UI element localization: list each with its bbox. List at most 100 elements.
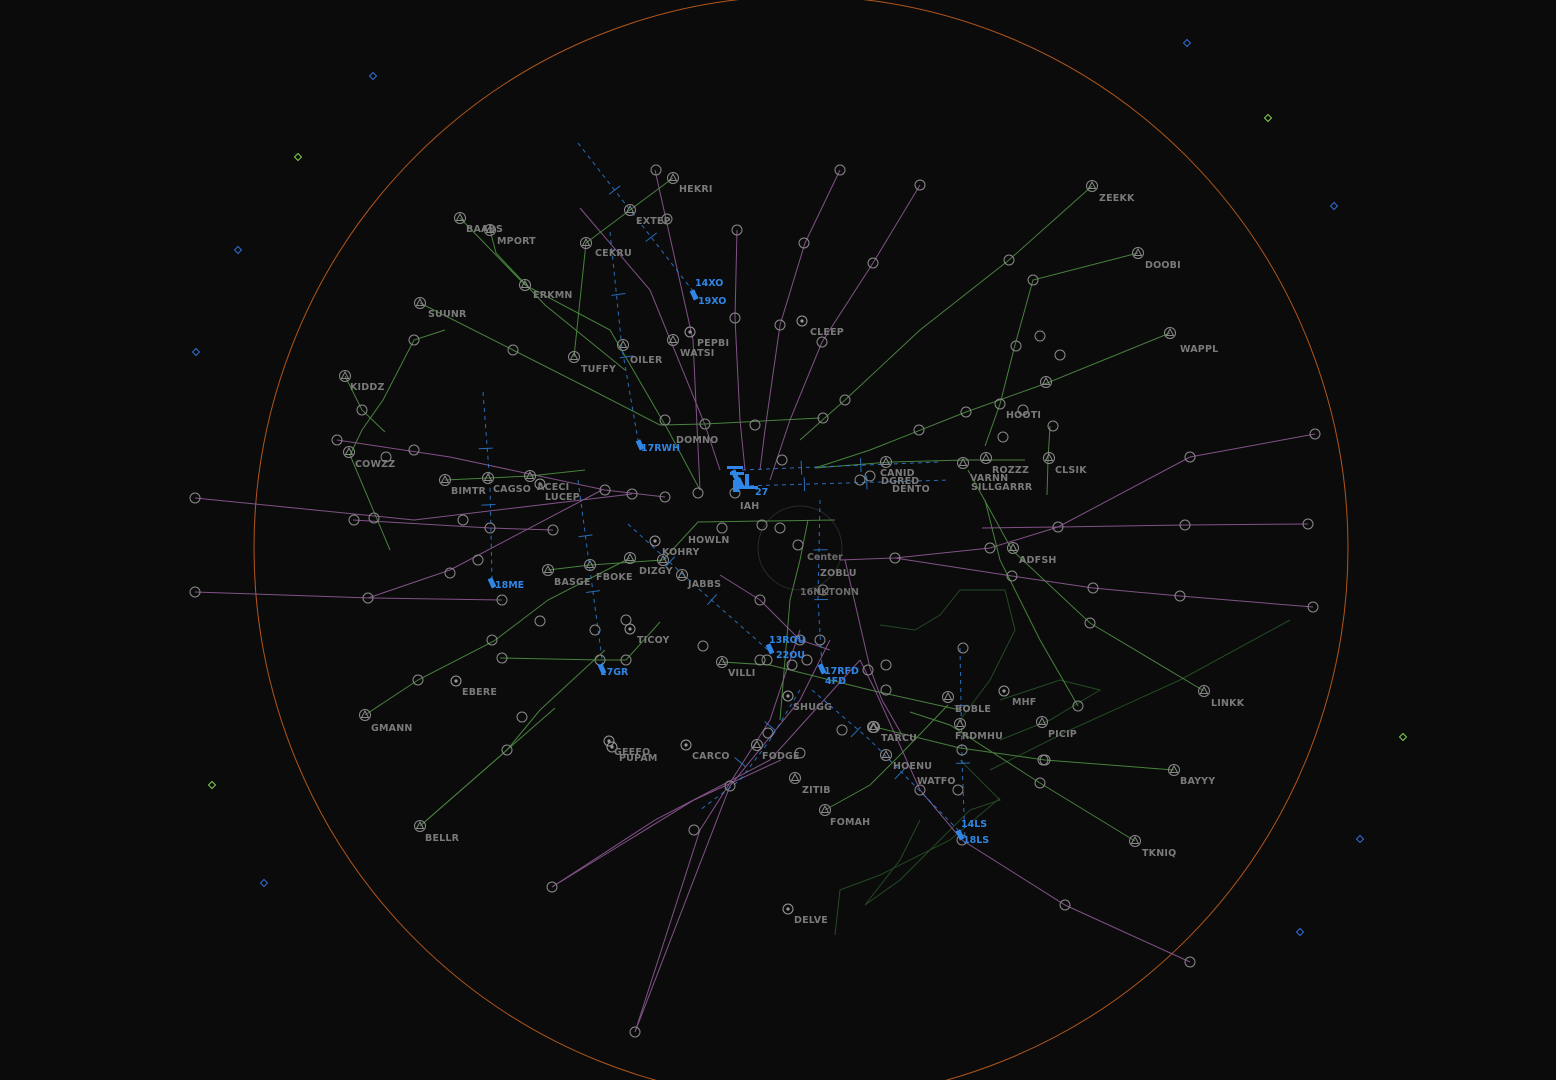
fix-circle[interactable] bbox=[331, 434, 343, 446]
fix-triangle[interactable] bbox=[484, 224, 496, 236]
fix-triangle[interactable] bbox=[580, 237, 592, 249]
fix-circle[interactable] bbox=[716, 522, 728, 534]
fix-triangle[interactable] bbox=[1086, 180, 1098, 192]
fix-circle[interactable] bbox=[854, 474, 866, 486]
fix-circle[interactable] bbox=[834, 164, 846, 176]
fix-triangle[interactable] bbox=[789, 772, 801, 784]
fix-circle[interactable] bbox=[864, 470, 876, 482]
fix-triangle[interactable] bbox=[1164, 327, 1176, 339]
vor-fix[interactable] bbox=[796, 315, 808, 327]
fix-circle[interactable] bbox=[408, 334, 420, 346]
vor-fix[interactable] bbox=[603, 735, 615, 747]
fix-circle[interactable] bbox=[1027, 274, 1039, 286]
fix-circle[interactable] bbox=[776, 454, 788, 466]
fix-triangle[interactable] bbox=[868, 721, 880, 733]
fix-circle[interactable] bbox=[362, 592, 374, 604]
vor-fix[interactable] bbox=[534, 478, 546, 490]
fix-circle[interactable] bbox=[798, 237, 810, 249]
fix-circle[interactable] bbox=[1047, 420, 1059, 432]
fix-circle[interactable] bbox=[984, 542, 996, 554]
fix-circle[interactable] bbox=[914, 784, 926, 796]
fix-circle[interactable] bbox=[189, 586, 201, 598]
fix-triangle[interactable] bbox=[519, 279, 531, 291]
fix-circle[interactable] bbox=[914, 179, 926, 191]
fix-circle[interactable] bbox=[1307, 601, 1319, 613]
fix-circle[interactable] bbox=[867, 257, 879, 269]
fix-circle[interactable] bbox=[496, 594, 508, 606]
fix-circle[interactable] bbox=[408, 444, 420, 456]
fix-circle[interactable] bbox=[1052, 521, 1064, 533]
fix-circle[interactable] bbox=[957, 642, 969, 654]
fix-circle[interactable] bbox=[1034, 777, 1046, 789]
fix-circle[interactable] bbox=[472, 554, 484, 566]
vor-fix[interactable] bbox=[998, 685, 1010, 697]
fix-circle[interactable] bbox=[380, 451, 392, 463]
fix-circle[interactable] bbox=[534, 615, 546, 627]
fix-triangle[interactable] bbox=[667, 334, 679, 346]
fix-triangle[interactable] bbox=[1043, 452, 1055, 464]
fix-circle[interactable] bbox=[814, 634, 826, 646]
fix-circle[interactable] bbox=[507, 344, 519, 356]
fix-circle[interactable] bbox=[348, 514, 360, 526]
fix-circle[interactable] bbox=[1059, 899, 1071, 911]
fix-triangle[interactable] bbox=[1007, 542, 1019, 554]
fix-circle[interactable] bbox=[1034, 330, 1046, 342]
fix-circle[interactable] bbox=[956, 744, 968, 756]
fix-circle[interactable] bbox=[794, 634, 806, 646]
fix-circle[interactable] bbox=[659, 414, 671, 426]
fix-triangle[interactable] bbox=[954, 718, 966, 730]
fix-circle[interactable] bbox=[952, 784, 964, 796]
fix-circle[interactable] bbox=[444, 567, 456, 579]
fix-circle[interactable] bbox=[994, 398, 1006, 410]
fix-triangle[interactable] bbox=[667, 172, 679, 184]
fix-triangle[interactable] bbox=[454, 212, 466, 224]
vor-fix[interactable] bbox=[680, 739, 692, 751]
fix-circle[interactable] bbox=[629, 1026, 641, 1038]
fix-circle[interactable] bbox=[697, 640, 709, 652]
fix-circle[interactable] bbox=[1184, 451, 1196, 463]
fix-triangle[interactable] bbox=[343, 446, 355, 458]
fix-circle[interactable] bbox=[754, 594, 766, 606]
fix-circle[interactable] bbox=[801, 654, 813, 666]
fix-circle[interactable] bbox=[880, 684, 892, 696]
vor-fix[interactable] bbox=[450, 675, 462, 687]
fix-circle[interactable] bbox=[589, 624, 601, 636]
fix-circle[interactable] bbox=[1072, 700, 1084, 712]
fix-circle[interactable] bbox=[792, 539, 804, 551]
fix-triangle[interactable] bbox=[819, 804, 831, 816]
fix-circle[interactable] bbox=[836, 724, 848, 736]
fix-triangle[interactable] bbox=[482, 472, 494, 484]
fix-circle[interactable] bbox=[997, 431, 1009, 443]
fix-circle[interactable] bbox=[189, 492, 201, 504]
fix-triangle[interactable] bbox=[617, 339, 629, 351]
fix-circle[interactable] bbox=[1087, 582, 1099, 594]
fix-triangle[interactable] bbox=[1129, 835, 1141, 847]
fix-circle[interactable] bbox=[659, 491, 671, 503]
fix-circle[interactable] bbox=[1174, 590, 1186, 602]
fix-circle[interactable] bbox=[817, 584, 829, 596]
fix-circle[interactable] bbox=[688, 824, 700, 836]
fix-circle[interactable] bbox=[501, 744, 513, 756]
fix-circle[interactable] bbox=[880, 659, 892, 671]
fix-circle[interactable] bbox=[1010, 340, 1022, 352]
fix-circle[interactable] bbox=[1179, 519, 1191, 531]
fix-circle[interactable] bbox=[839, 394, 851, 406]
fix-circle[interactable] bbox=[754, 654, 766, 666]
fix-circle[interactable] bbox=[729, 312, 741, 324]
fix-triangle[interactable] bbox=[1132, 247, 1144, 259]
fix-circle[interactable] bbox=[626, 488, 638, 500]
vor-fix[interactable] bbox=[649, 535, 661, 547]
fix-triangle[interactable] bbox=[414, 297, 426, 309]
fix-circle[interactable] bbox=[1054, 349, 1066, 361]
fix-triangle[interactable] bbox=[568, 351, 580, 363]
vor-fix[interactable] bbox=[782, 903, 794, 915]
fix-circle[interactable] bbox=[496, 652, 508, 664]
fix-circle[interactable] bbox=[457, 514, 469, 526]
fix-circle[interactable] bbox=[761, 654, 773, 666]
fix-triangle[interactable] bbox=[957, 457, 969, 469]
fix-circle[interactable] bbox=[1309, 428, 1321, 440]
fix-circle[interactable] bbox=[620, 614, 632, 626]
fix-triangle[interactable] bbox=[584, 559, 596, 571]
vor-fix[interactable] bbox=[624, 623, 636, 635]
fix-circle[interactable] bbox=[862, 664, 874, 676]
